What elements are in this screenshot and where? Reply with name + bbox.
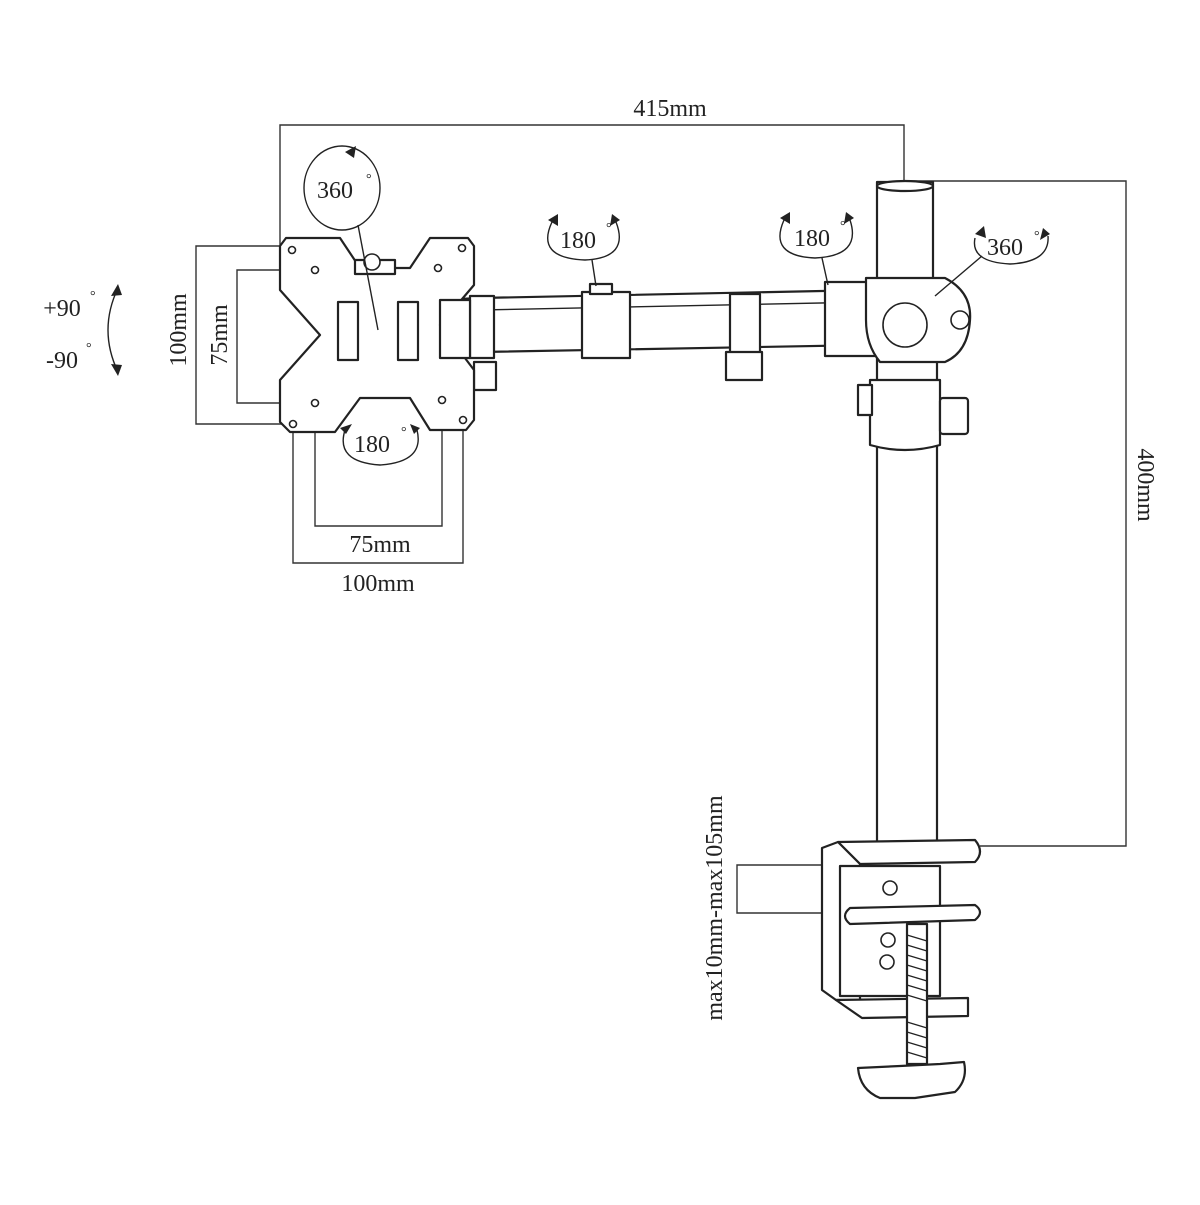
degree-symbol: ° <box>1034 229 1040 244</box>
arm <box>438 276 972 392</box>
arm-tube <box>438 288 872 358</box>
vesa-hole <box>310 398 320 408</box>
pole-top <box>875 180 935 284</box>
vesa-inner-horizontal-line <box>314 400 443 527</box>
rotation-arc-pole <box>973 235 1049 265</box>
degree-symbol: ° <box>401 425 407 440</box>
swivel-arrow-icon <box>844 212 854 224</box>
tilt-down-label: -90 <box>46 348 78 374</box>
vesa-hole <box>458 415 468 425</box>
swivel-arrow-icon <box>410 424 420 434</box>
rotation-arrow-icon <box>1040 228 1050 240</box>
clamp-range-line <box>736 864 850 914</box>
arm-edge <box>479 301 871 311</box>
vesa-inner-horizontal-label: 75mm <box>349 532 411 558</box>
head-pivot <box>882 302 928 348</box>
pole-cap <box>875 179 935 193</box>
plate-top-bolt <box>363 253 381 271</box>
plate-slot <box>336 300 360 362</box>
swivel-arrow-icon <box>340 424 352 434</box>
clamp-hole <box>879 954 895 970</box>
swivel-arrow-icon <box>780 212 790 224</box>
plate-connector <box>438 298 472 360</box>
degree-symbol: ° <box>366 172 372 187</box>
rotation-arrow-icon <box>345 146 356 158</box>
vesa-outer-vertical-label: 100mm <box>166 293 192 367</box>
swivel-arrow-icon <box>548 214 558 226</box>
vesa-hole <box>310 265 320 275</box>
swivel-arrow-icon <box>610 214 620 226</box>
reach-label: 415mm <box>633 96 707 122</box>
tilt-arc <box>107 287 119 373</box>
swivel-arc-plate <box>342 429 419 466</box>
swivel-pointer <box>591 259 597 287</box>
clamp-hole <box>882 880 898 896</box>
swivel-arc-arm <box>547 221 621 261</box>
mounting-plate <box>278 236 476 434</box>
vesa-hole <box>288 419 298 429</box>
clamp-bottom-plate <box>834 996 970 1020</box>
vesa-hole <box>457 243 467 253</box>
degree-symbol: ° <box>86 341 92 356</box>
swivel-pointer <box>821 257 829 286</box>
arm-mid-joint <box>580 290 632 360</box>
desk-clamp <box>820 838 982 1100</box>
tilt-down-arrow-icon <box>111 364 122 376</box>
degree-symbol: ° <box>606 221 612 236</box>
rotation-arrow-icon <box>975 226 986 238</box>
vesa-plate <box>278 236 476 434</box>
vesa-outer-horizontal-line <box>292 420 464 564</box>
vesa-hole <box>437 395 447 405</box>
labels: 415mm 400mm 100mm 75mm 75mm 100mm max10m… <box>43 96 1158 1021</box>
mid-joint-bolt <box>588 282 614 296</box>
rotation-pointer <box>934 255 983 297</box>
joint-swivel-label: 180 <box>794 226 830 252</box>
plate-slot <box>396 300 420 362</box>
head-bolt <box>950 310 970 330</box>
vesa-inner-vertical-line <box>236 269 315 404</box>
vesa-inner-vertical-label: 75mm <box>207 304 233 366</box>
collar-knob <box>938 396 970 436</box>
pole-collar <box>868 378 942 452</box>
swivel-arc-joint <box>779 219 854 259</box>
arm-ring <box>468 294 496 360</box>
pole-rotation-label: 360 <box>987 235 1023 261</box>
rotation-ring-360 <box>303 145 381 231</box>
degree-symbol: ° <box>840 219 846 234</box>
clamp-pressure-plate <box>843 903 982 926</box>
plate-rotation-label: 360 <box>317 178 353 204</box>
tilt-up-label: +90 <box>43 296 81 322</box>
clamp-range-label: max10mm-max105mm <box>702 795 728 1021</box>
cable-clip <box>724 350 764 382</box>
screw-thread <box>906 934 928 1059</box>
vesa-hole <box>287 245 297 255</box>
height-label: 400mm <box>1132 448 1158 522</box>
height-dimension-line <box>904 180 1127 847</box>
dimension-lines <box>195 124 1127 914</box>
arm-swivel-label: 180 <box>560 228 596 254</box>
arm-knob <box>472 360 498 392</box>
rotation-indicators <box>107 145 1050 466</box>
degree-symbol: ° <box>90 289 96 304</box>
vesa-outer-vertical-line <box>195 245 292 425</box>
collar-tab-left <box>856 383 874 417</box>
clamp-top-plate <box>836 838 982 866</box>
tilt-up-arrow-icon <box>111 284 122 296</box>
rotation-pointer <box>357 224 379 331</box>
vesa-outer-horizontal-label: 100mm <box>341 571 415 597</box>
arm-ring <box>728 292 762 356</box>
clamp-knob <box>856 1060 967 1100</box>
vesa-hole <box>433 263 443 273</box>
reach-dimension-line <box>279 124 905 245</box>
plate-swivel-label: 180 <box>354 432 390 458</box>
clamp-hole <box>880 932 896 948</box>
